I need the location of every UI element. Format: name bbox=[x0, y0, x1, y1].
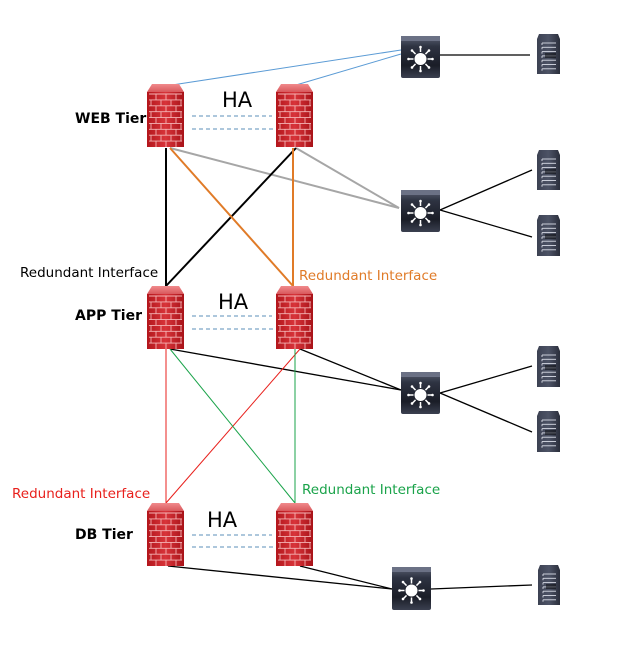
link-sw-4-to-srv-6 bbox=[430, 584, 533, 590]
link-fw-web-1-to-fw-app-2 bbox=[169, 147, 294, 287]
link-fw-db-1-to-sw-4 bbox=[167, 565, 393, 590]
web-ha-label: HA bbox=[222, 88, 253, 112]
link-fw-web-2-to-sw-2 bbox=[295, 147, 400, 209]
sw-4-layer3-switch-icon bbox=[392, 567, 431, 610]
srv-2-server-icon bbox=[537, 150, 560, 190]
link-fw-web-2-to-sw-1 bbox=[295, 53, 402, 86]
db-ha-label: HA bbox=[207, 508, 238, 532]
link-fw-app-2-to-sw-3 bbox=[299, 348, 402, 391]
sw-1-layer3-switch-icon bbox=[401, 36, 440, 78]
fw-app-2-firewall-icon bbox=[276, 286, 313, 349]
link-sw-2-to-srv-2 bbox=[439, 169, 533, 211]
link-sw-3-to-srv-5 bbox=[439, 392, 533, 433]
link-fw-app-1-to-fw-db-2 bbox=[169, 348, 296, 504]
link-fw-app-1-to-sw-3 bbox=[169, 348, 402, 391]
srv-3-server-icon bbox=[537, 215, 560, 256]
fw-web-2-firewall-icon bbox=[276, 84, 313, 147]
redundant-interface-label-app-right: Redundant Interface bbox=[299, 268, 438, 284]
ha-links bbox=[192, 115, 285, 548]
link-sw-2-to-srv-3 bbox=[439, 209, 533, 238]
redundant-interface-label-db-right: Redundant Interface bbox=[302, 482, 441, 498]
redundant-interface-label-app-left: Redundant Interface bbox=[20, 265, 159, 281]
link-fw-web-1-to-sw-2 bbox=[169, 147, 400, 209]
app-ha-label: HA bbox=[218, 290, 249, 314]
web-tier-label: WEB Tier bbox=[75, 111, 147, 127]
db-tier-label: DB Tier bbox=[75, 527, 133, 543]
srv-1-server-icon bbox=[537, 34, 560, 74]
sw-2-layer3-switch-icon bbox=[401, 190, 440, 232]
app-tier-label: APP Tier bbox=[75, 308, 142, 324]
fw-db-2-firewall-icon bbox=[276, 503, 313, 566]
fw-web-1-firewall-icon bbox=[147, 84, 184, 147]
link-fw-web-1-to-sw-1 bbox=[171, 49, 402, 86]
fw-db-1-firewall-icon bbox=[147, 503, 184, 566]
link-sw-3-to-srv-4 bbox=[439, 365, 533, 394]
redundant-interface-label-db-left: Redundant Interface bbox=[12, 486, 151, 502]
srv-4-server-icon bbox=[537, 346, 560, 387]
link-fw-db-2-to-sw-4 bbox=[299, 565, 393, 590]
srv-6-server-icon bbox=[538, 565, 560, 605]
fw-app-1-firewall-icon bbox=[147, 286, 184, 349]
srv-5-server-icon bbox=[537, 411, 560, 452]
sw-3-layer3-switch-icon bbox=[401, 372, 440, 414]
